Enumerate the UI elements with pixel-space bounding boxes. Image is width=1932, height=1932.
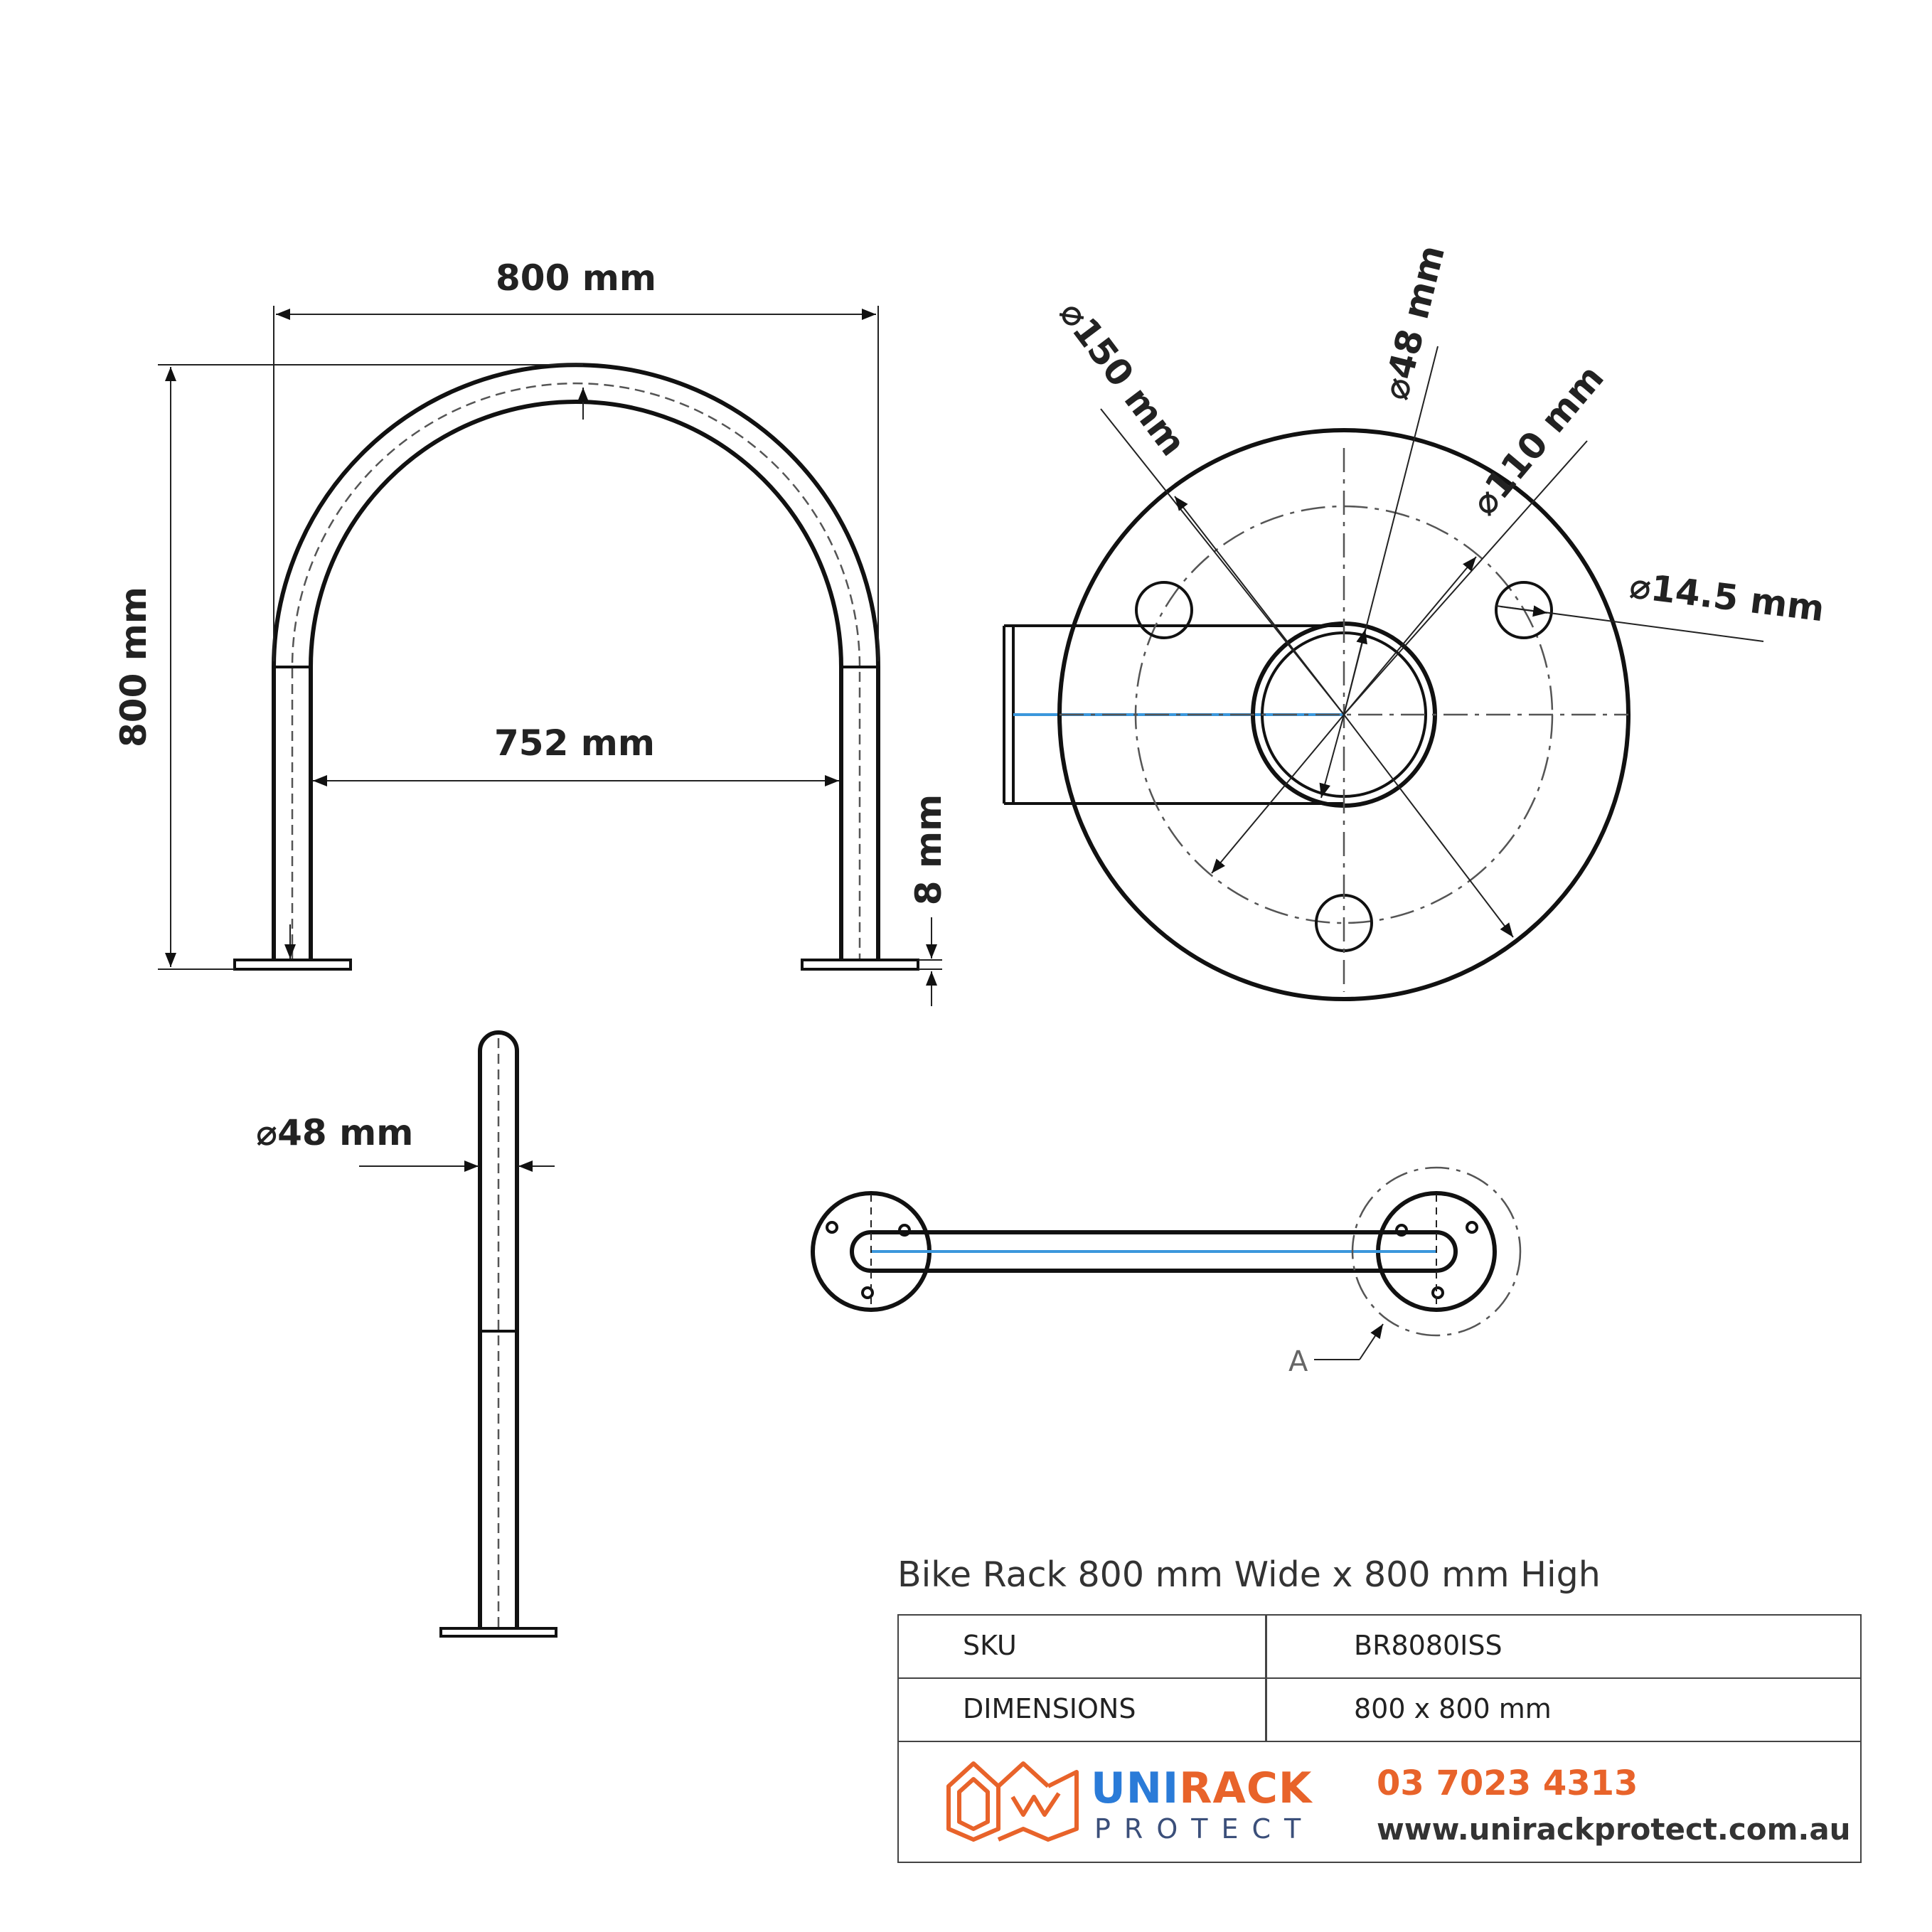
brand-name: UNIRACK [1091, 1763, 1313, 1813]
width-dimension-label: 800 mm [496, 257, 656, 299]
plate-detail-view: ⌀150 mm ⌀48 mm ⌀110 mm ⌀14.5 mm [1003, 241, 1827, 1001]
website-url: www.unirackprotect.com.au [1377, 1812, 1851, 1847]
side-tube-diameter-label: ⌀48 mm [256, 1112, 413, 1153]
spec-value: BR8080ISS [1354, 1630, 1503, 1661]
plate-diameter-label: ⌀150 mm [1051, 293, 1193, 463]
spec-value: 800 x 800 mm [1354, 1693, 1552, 1724]
detail-marker-label: A [1288, 1345, 1308, 1378]
base-plate-left [233, 959, 352, 971]
inner-width-dimension-label: 752 mm [494, 722, 655, 764]
hoop-outer [272, 363, 880, 960]
top-tube-outline [850, 1230, 1458, 1273]
product-title: Bike Rack 800 mm Wide x 800 mm High [897, 1554, 1601, 1595]
hoop-inner [309, 400, 843, 960]
brand-logo-icon [946, 1761, 1079, 1842]
base-plate-right [801, 959, 919, 971]
bolt-circle-diameter-label: ⌀110 mm [1463, 357, 1612, 523]
front-view: 800 mm 800 mm 752 mm 8 mm [113, 257, 949, 1006]
plate-thickness-label: 8 mm [908, 794, 949, 905]
height-dimension-label: 800 mm [113, 587, 154, 747]
side-view: ⌀48 mm [256, 1030, 557, 1638]
column-divider [1265, 1616, 1267, 1677]
tube-diameter-label: ⌀48 mm [1375, 241, 1453, 404]
phone-number: 03 7023 4313 [1377, 1763, 1638, 1803]
top-view: A [811, 1166, 1522, 1378]
side-base-plate [439, 1627, 557, 1638]
hole-diameter-label: ⌀14.5 mm [1628, 565, 1827, 629]
spec-table: SKU BR8080ISS DIMENSIONS 800 x 800 mm UN… [897, 1614, 1862, 1863]
hoop-hidden-line [291, 382, 861, 960]
bolt-hole-right [1495, 581, 1553, 639]
brand-subname: PROTECT [1094, 1813, 1315, 1845]
spec-key: DIMENSIONS [963, 1693, 1136, 1724]
side-tube-outline [478, 1030, 519, 1628]
column-divider [1265, 1679, 1267, 1741]
spec-row-dimensions: DIMENSIONS 800 x 800 mm [899, 1679, 1860, 1742]
bolt-hole-left [1135, 581, 1193, 639]
brand-footer: UNIRACK PROTECT 03 7023 4313 www.unirack… [899, 1742, 1860, 1862]
spec-row-sku: SKU BR8080ISS [899, 1616, 1860, 1679]
detail-circle [1351, 1166, 1522, 1337]
spec-key: SKU [963, 1630, 1017, 1661]
